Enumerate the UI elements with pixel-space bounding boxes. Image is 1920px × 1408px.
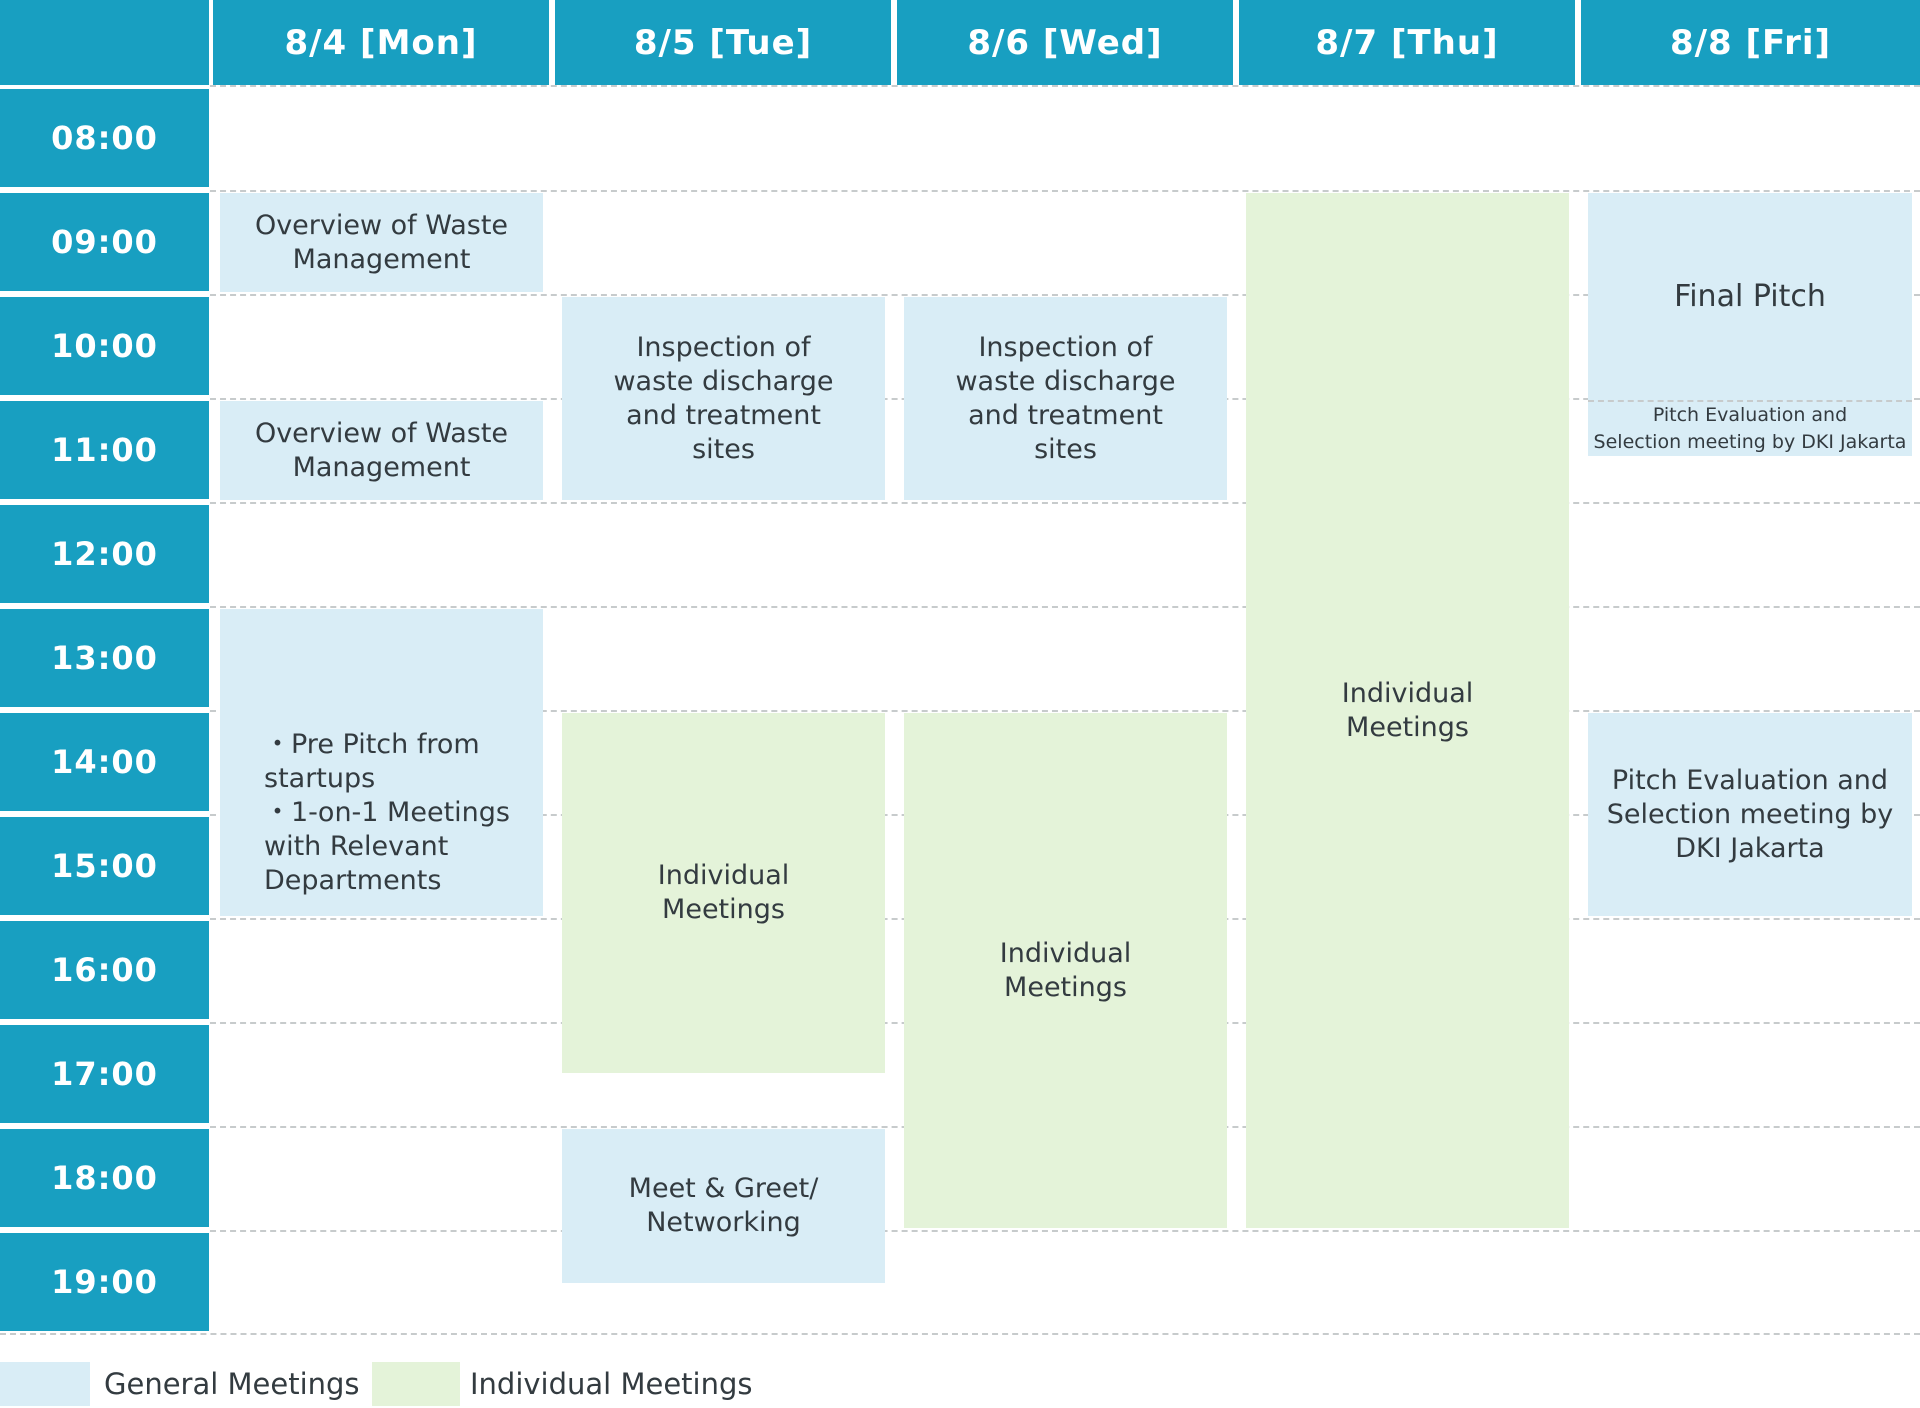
grid-row-line [210, 1230, 1920, 1232]
event-tue-meet-greet: Meet & Greet/ Networking [562, 1129, 885, 1283]
event-tue-inspection: Inspection of waste discharge and treatm… [562, 297, 885, 500]
grid-row-line [210, 190, 1920, 192]
event-wed-individual-meetings: Individual Meetings [904, 713, 1227, 1228]
time-label-1400: 14:00 [0, 713, 209, 811]
time-label-1000: 10:00 [0, 297, 209, 395]
event-mon-prepitch: ・Pre Pitch from startups ・1-on-1 Meeting… [220, 609, 543, 916]
event-fri-pitch-evaluation: Pitch Evaluation and Selection meeting b… [1588, 713, 1912, 916]
legend-swatch-individual-meetings [372, 1362, 460, 1406]
time-label-1700: 17:00 [0, 1025, 209, 1123]
legend-swatch-general-meetings [0, 1362, 90, 1406]
event-wed-inspection: Inspection of waste discharge and treatm… [904, 297, 1227, 500]
time-label-1900: 19:00 [0, 1233, 209, 1331]
header-corner-cell [0, 0, 209, 85]
time-label-1600: 16:00 [0, 921, 209, 1019]
day-header-wed: 8/6 [Wed] [897, 0, 1233, 85]
legend-label-general-meetings: General Meetings [104, 1367, 360, 1401]
grid-row-line [210, 606, 1920, 608]
grid-row-line [210, 710, 1920, 712]
day-header-fri: 8/8 [Fri] [1581, 0, 1920, 85]
time-label-1100: 11:00 [0, 401, 209, 499]
day-header-tue: 8/5 [Tue] [555, 0, 891, 85]
day-header-thu: 8/7 [Thu] [1239, 0, 1575, 85]
grid-bottom-line [0, 1333, 1920, 1335]
time-label-1800: 18:00 [0, 1129, 209, 1227]
event-fri-final-pitch-subtitle: Pitch Evaluation and Selection meeting b… [1593, 404, 1907, 453]
event-mon-overview-am: Overview of Waste Management [220, 193, 543, 292]
time-label-0800: 08:00 [0, 89, 209, 187]
time-label-0900: 09:00 [0, 193, 209, 291]
time-label-1200: 12:00 [0, 505, 209, 603]
grid-row-line [210, 294, 1920, 296]
grid-row-line [210, 85, 1920, 87]
event-fri-final-pitch-title: Final Pitch [1674, 278, 1826, 314]
final-pitch-divider-line [1588, 400, 1912, 402]
legend-label-individual-meetings: Individual Meetings [470, 1367, 753, 1401]
day-header-mon: 8/4 [Mon] [213, 0, 549, 85]
event-tue-individual-meetings: Individual Meetings [562, 713, 885, 1073]
time-label-1500: 15:00 [0, 817, 209, 915]
event-fri-final-pitch: Final Pitch Pitch Evaluation and Selecti… [1588, 193, 1912, 456]
event-mon-overview-late: Overview of Waste Management [220, 401, 543, 500]
event-thu-individual-meetings: Individual Meetings [1246, 193, 1569, 1228]
time-label-1300: 13:00 [0, 609, 209, 707]
grid-row-line [210, 502, 1920, 504]
